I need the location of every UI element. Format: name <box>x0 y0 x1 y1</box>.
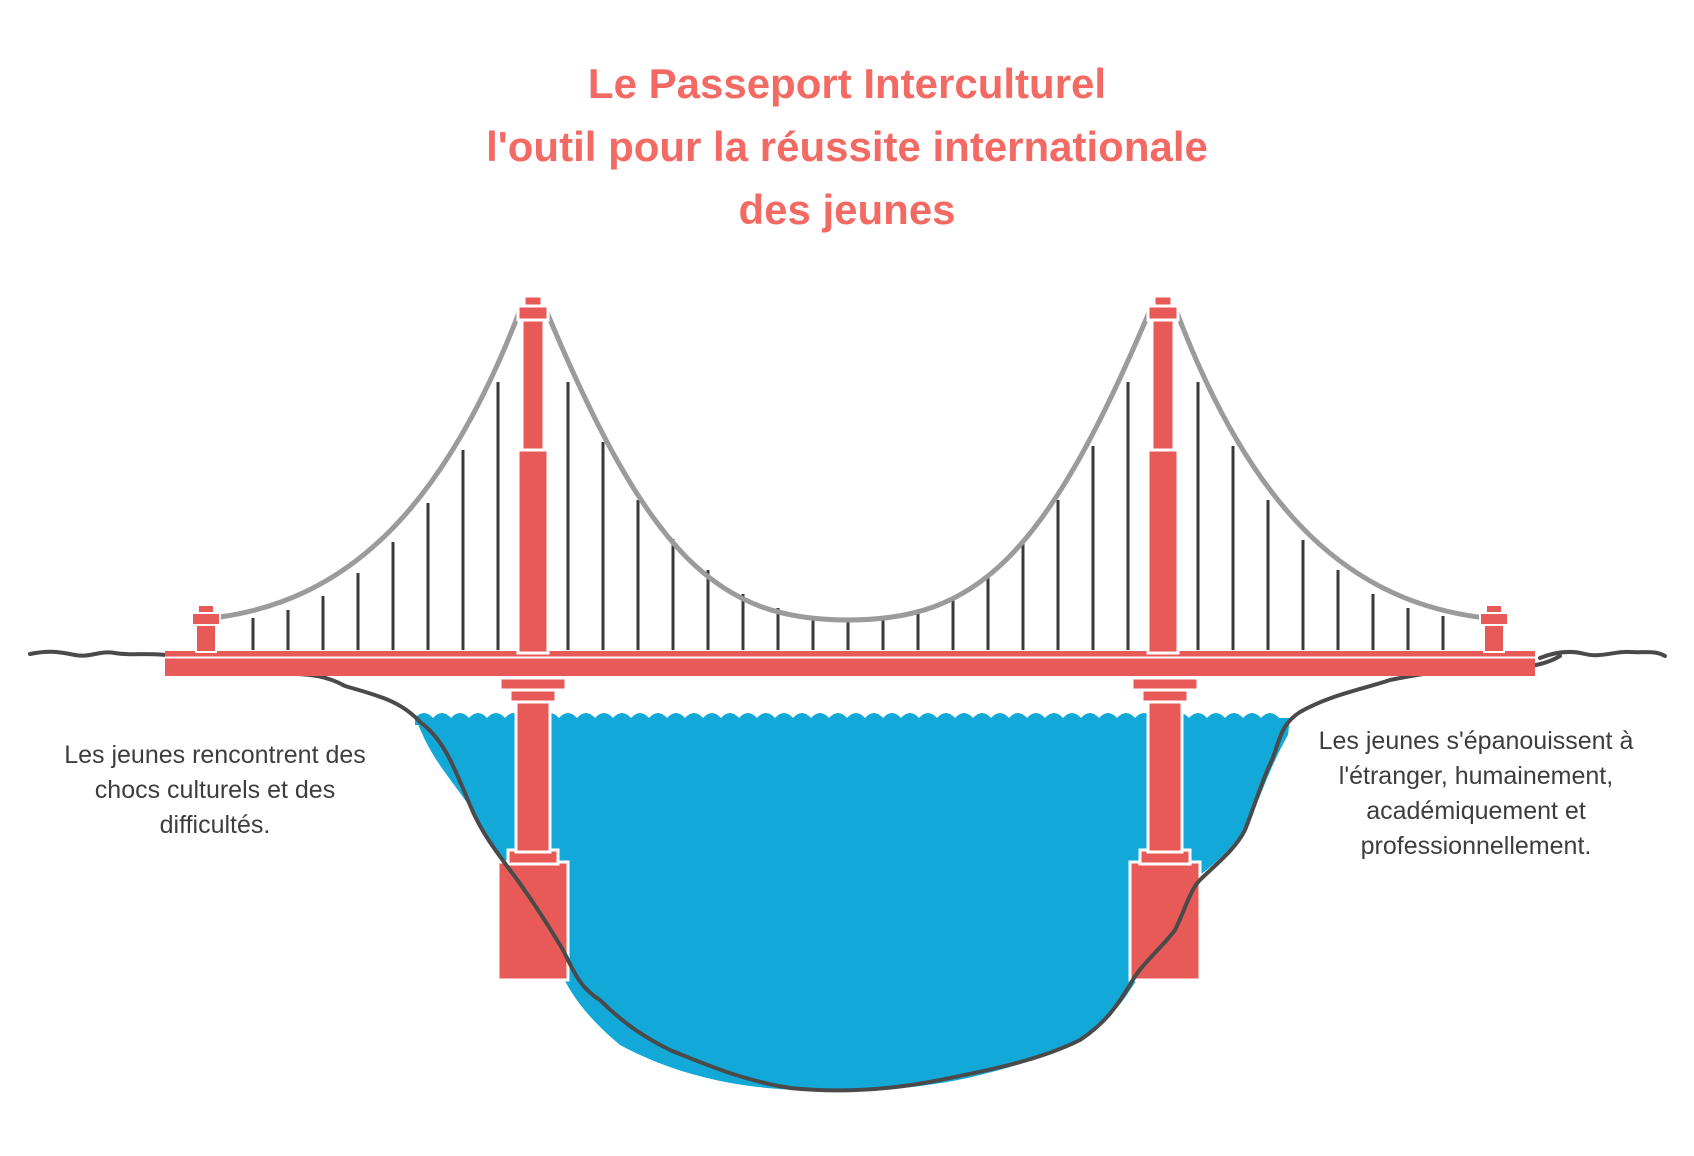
right-caption-line-4: professionnellement. <box>1360 832 1592 860</box>
main-cables <box>217 307 1481 623</box>
right-caption-line-1: Les jeunes s'épanouissent à <box>1318 727 1634 755</box>
left-caption: Les jeunes rencontrent des chocs culture… <box>20 738 410 843</box>
page-title: Le Passeport Interculturel l'outil pour … <box>0 52 1694 241</box>
title-line-1: Le Passeport Interculturel <box>587 60 1107 107</box>
right-caption: Les jeunes s'épanouissent à l'étranger, … <box>1276 724 1676 864</box>
title-line-2: l'outil pour la réussite internationale <box>486 123 1208 170</box>
right-end-post <box>1479 604 1509 653</box>
left-caption-line-3: difficultés. <box>159 811 271 839</box>
left-caption-line-1: Les jeunes rencontrent des <box>64 741 366 769</box>
left-tower <box>516 294 550 655</box>
right-tower-base <box>1128 676 1202 982</box>
right-caption-line-3: académiquement et <box>1366 797 1586 825</box>
right-horizon <box>1538 649 1667 660</box>
title-line-3: des jeunes <box>738 186 956 233</box>
right-tower <box>1146 294 1180 655</box>
bridge-deck <box>165 651 1535 676</box>
left-end-post <box>191 604 221 653</box>
valley-outline <box>173 654 1562 1093</box>
left-horizon <box>28 649 177 658</box>
left-caption-line-2: chocs culturels et des <box>94 776 336 804</box>
water-waves <box>415 713 1290 725</box>
left-tower-base <box>496 676 570 982</box>
suspender-cables <box>251 382 1445 650</box>
river-water <box>415 718 1290 1091</box>
right-caption-line-2: l'étranger, humainement, <box>1338 762 1614 790</box>
